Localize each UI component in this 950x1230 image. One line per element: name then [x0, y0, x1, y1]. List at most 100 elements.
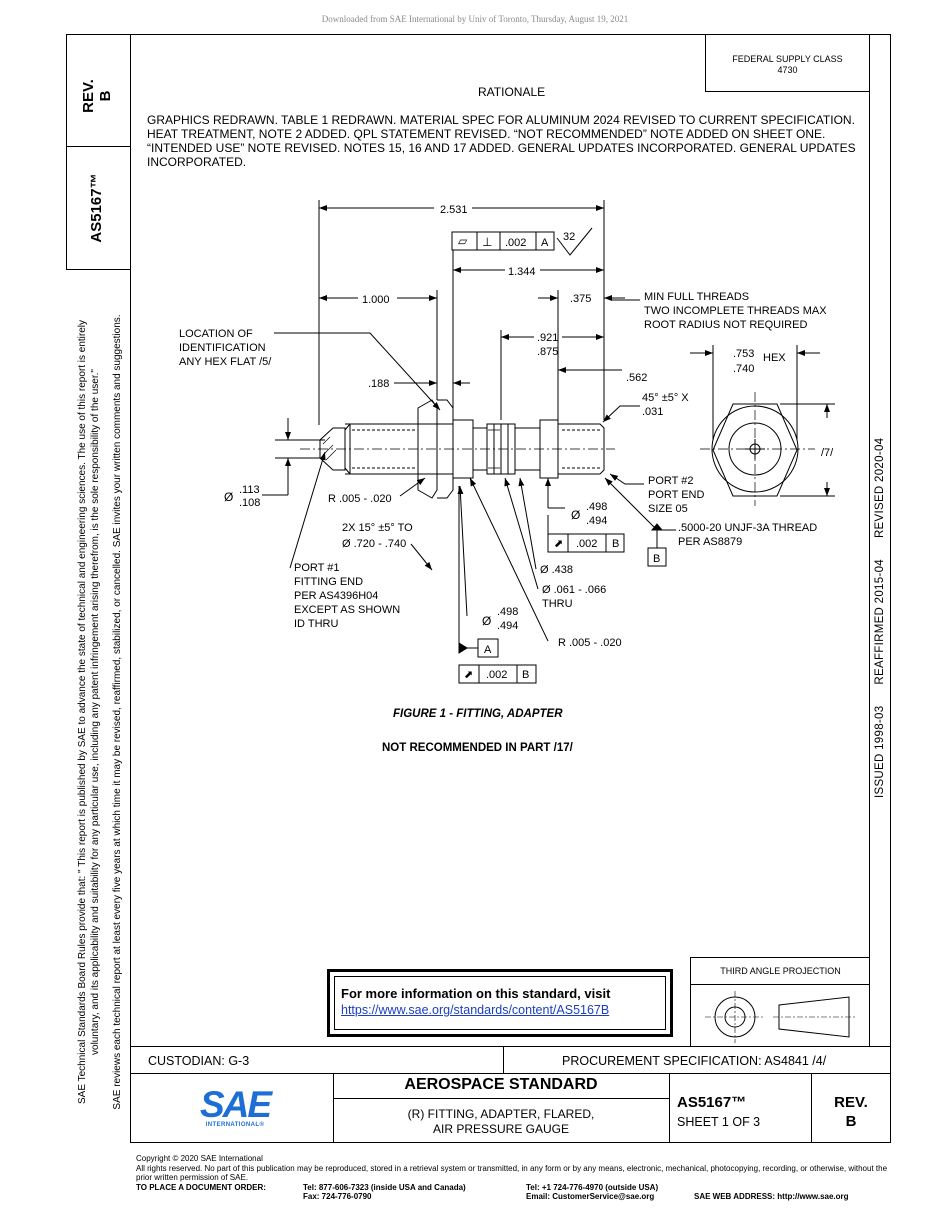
doc-divider	[669, 1074, 670, 1143]
port2-3: SIZE 05	[648, 503, 688, 515]
rights-notice: All rights reserved. No part of this pub…	[136, 1163, 888, 1183]
rationale-body: GRAPHICS REDRAWN. TABLE 1 REDRAWN. MATER…	[147, 113, 856, 169]
port1-3: PER AS4396H04	[294, 590, 378, 602]
sae-logo-text: SAE	[199, 1084, 272, 1125]
dim-1000: 1.000	[362, 294, 390, 306]
dim-188: .188	[368, 378, 389, 390]
not-recommended-note: NOT RECOMMENDED IN PART /17/	[382, 742, 573, 754]
projection-label: THIRD ANGLE PROJECTION	[691, 958, 870, 985]
web-address[interactable]: SAE WEB ADDRESS: http://www.sae.org	[694, 1192, 849, 1201]
thread-note-3: ROOT RADIUS NOT REQUIRED	[644, 319, 807, 331]
dia-498b: .498	[497, 606, 518, 618]
procurement-spec: PROCUREMENT SPECIFICATION: AS4841 /4/	[562, 1054, 827, 1068]
hole-note-2: THRU	[542, 598, 573, 610]
port1-4: EXCEPT AS SHOWN	[294, 604, 400, 616]
info-link[interactable]: https://www.sae.org/standards/content/AS…	[341, 1003, 610, 1017]
dia-108: .108	[239, 497, 260, 509]
thread-spec-1: .5000-20 UNJF-3A THREAD	[678, 522, 817, 534]
heading-underline	[333, 1098, 669, 1099]
federal-supply-value: 4730	[777, 65, 798, 75]
order-label: TO PLACE A DOCUMENT ORDER:	[136, 1182, 266, 1192]
dia-symbol-498b: Ø	[482, 614, 491, 628]
projection-symbol-icon	[705, 991, 855, 1043]
revision-value: B	[845, 1113, 857, 1130]
standard-heading: AEROSPACE STANDARD	[404, 1076, 598, 1093]
email[interactable]: Email: CustomerService@sae.org	[526, 1192, 655, 1201]
info-box: For more information on this standard, v…	[327, 969, 673, 1037]
dia-494b: .494	[497, 620, 518, 632]
order-info: TO PLACE A DOCUMENT ORDER: Tel: 877-606-…	[136, 1183, 896, 1203]
sheet-number: SHEET 1 OF 3	[677, 1115, 761, 1129]
federal-supply-class: FEDERAL SUPPLY CLASS 4730	[705, 34, 870, 92]
fcf-bottom-datum: B	[522, 669, 529, 681]
revision: REV. B	[812, 1093, 890, 1131]
location-note-3: ANY HEX FLAT /5/	[179, 356, 272, 368]
info-title: For more information on this standard, v…	[341, 986, 611, 1001]
location-note-2: IDENTIFICATION	[179, 342, 266, 354]
tel-intl: Tel: +1 724-776-4970 (outside USA)	[526, 1182, 659, 1192]
title-block	[130, 1047, 891, 1143]
fcf-bottom-tol: .002	[486, 669, 507, 681]
dia-498a: .498	[586, 501, 607, 513]
figure-caption: FIGURE 1 - FITTING, ADAPTER	[393, 708, 563, 720]
thread-note-2: TWO INCOMPLETE THREADS MAX	[644, 305, 827, 317]
projection-box: THIRD ANGLE PROJECTION	[690, 957, 870, 1047]
download-notice: Downloaded from SAE International by Uni…	[321, 14, 629, 24]
hole-note-1: Ø .061 - .066	[542, 584, 606, 596]
datum-b-label: B	[653, 553, 660, 565]
dia-symbol-113: Ø	[224, 490, 233, 504]
drawing-frame	[130, 34, 891, 1047]
dia-438: Ø .438	[540, 564, 573, 576]
port2-1: PORT #2	[648, 475, 693, 487]
port1-1: PORT #1	[294, 562, 339, 574]
custodian: CUSTODIAN: G-3	[148, 1054, 250, 1068]
hex-dim-a: .753	[733, 348, 754, 360]
radius-note-1: R .005 - .020	[328, 493, 392, 505]
dim-562: .562	[626, 372, 647, 384]
part-description: (R) FITTING, ADAPTER, FLARED, AIR PRESSU…	[333, 1107, 669, 1137]
dim-overall: 2.531	[440, 204, 468, 216]
sae-logo: SAE INTERNATIONAL®	[190, 1084, 280, 1136]
doc-number: AS5167™	[677, 1094, 747, 1111]
perpendicular-symbol: ⊥	[482, 235, 492, 249]
rationale-title: RATIONALE	[478, 85, 546, 99]
runout-icon-bottom: ⬈	[464, 669, 473, 681]
row1-divider	[503, 1047, 504, 1074]
dim-921: .921	[537, 332, 558, 344]
port1-2: FITTING END	[294, 576, 363, 588]
hex-label: HEX	[763, 352, 786, 364]
flatness-symbol: ▱	[458, 234, 468, 248]
radius-note-2: R .005 - .020	[558, 637, 622, 649]
dim-875: .875	[537, 346, 558, 358]
part-description-1: (R) FITTING, ADAPTER, FLARED,	[407, 1107, 595, 1121]
chamfer15-1: 2X 15° ±5° TO	[342, 522, 413, 534]
runout-icon-b: ⬈	[554, 538, 563, 550]
side-doc-box	[66, 34, 131, 270]
dim-375: .375	[570, 293, 591, 305]
surface-finish: 32	[563, 231, 575, 243]
logo-divider	[333, 1074, 334, 1143]
federal-supply-label: FEDERAL SUPPLY CLASS	[732, 54, 843, 64]
thread-note-1: MIN FULL THREADS	[644, 291, 749, 303]
side-divider	[66, 146, 131, 147]
port2-2: PORT END	[648, 489, 704, 501]
chamfer-note-1: 45° ±5° X	[642, 392, 689, 404]
fcf-b-datum: B	[612, 538, 619, 550]
chamfer-note-2: .031	[642, 406, 663, 418]
revision-column	[869, 34, 891, 1047]
datum-a-label: A	[484, 644, 492, 656]
footer: Copyright © 2020 SAE International All r…	[136, 1154, 896, 1203]
fax: Fax: 724-776-0790	[303, 1192, 372, 1201]
hex-dim-b: .740	[733, 363, 754, 375]
dim-1344: 1.344	[508, 266, 536, 278]
fcf-b-tol: .002	[576, 538, 597, 550]
dia-symbol-498a: Ø	[571, 508, 580, 522]
fcf-top-datum: A	[541, 237, 549, 249]
tel-us: Tel: 877-606-7323 (inside USA and Canada…	[303, 1182, 466, 1192]
dia-113: .113	[239, 484, 260, 496]
dia-494a: .494	[586, 515, 607, 527]
chamfer15-2: Ø .720 - .740	[342, 538, 406, 550]
revision-label: REV.	[834, 1094, 868, 1111]
title-block-row1	[130, 1047, 891, 1074]
